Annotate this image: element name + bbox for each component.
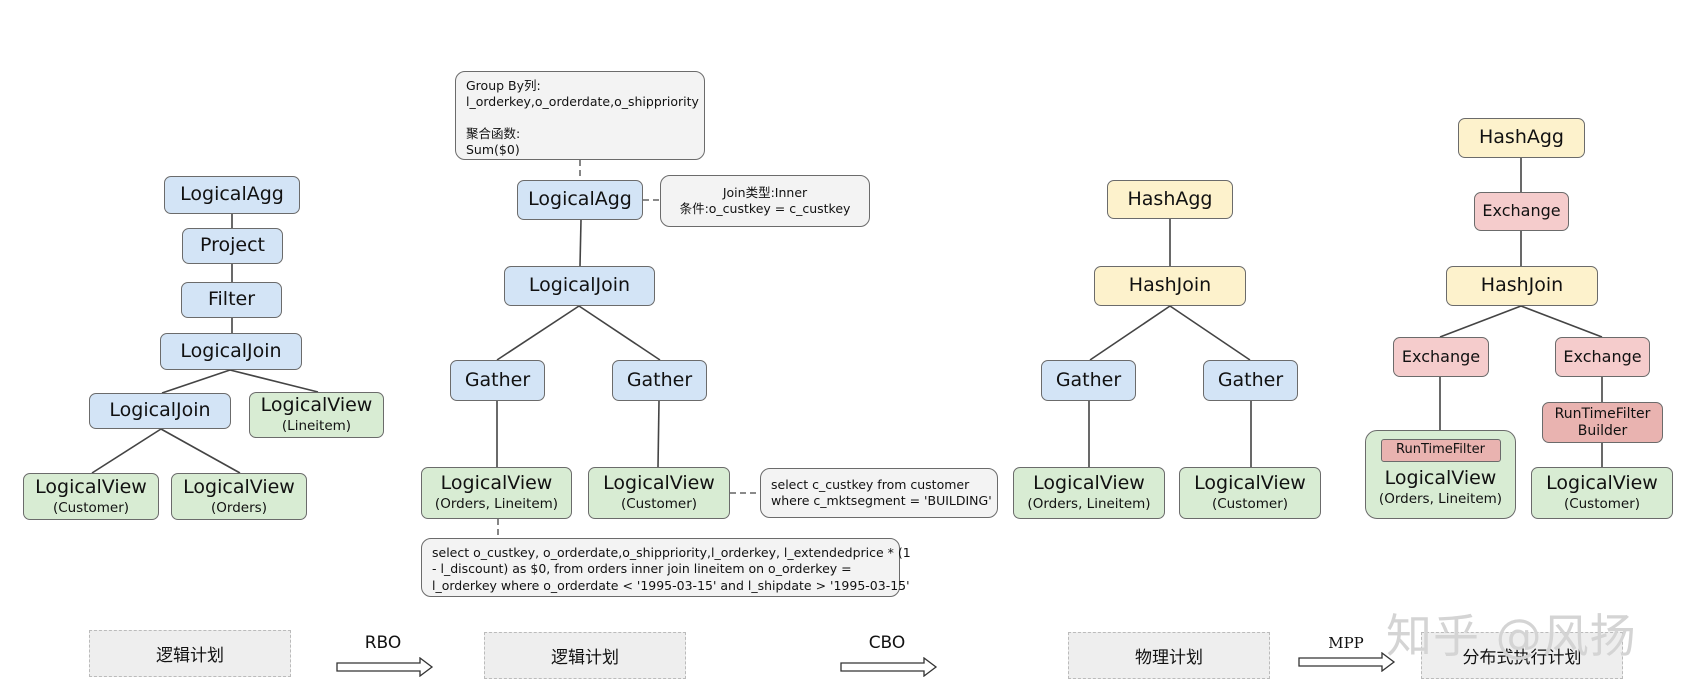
stage-logical-plan-1: 逻辑计划 [89, 630, 291, 677]
col1-logical-join-inner: LogicalJoin [89, 393, 231, 429]
orders-sql-note: select o_custkey, o_orderdate,o_shipprio… [421, 538, 911, 597]
join-type-note: Join类型:Inner 条件:o_custkey = c_custkey [660, 175, 870, 227]
edge [229, 369, 319, 393]
edge [579, 219, 582, 267]
rbo-arrow-icon [336, 657, 434, 677]
col4-hash-agg: HashAgg [1458, 118, 1585, 158]
col4-exchange-left: Exchange [1393, 337, 1489, 377]
col4-exchange-top: Exchange [1474, 192, 1569, 231]
cbo-arrow-icon [840, 657, 938, 677]
edge [496, 305, 580, 361]
col1-view-customer: LogicalView (Customer) [23, 473, 159, 520]
col3-gather-right: Gather [1203, 360, 1298, 401]
col4-runtime-filter-builder: RunTimeFilter Builder [1542, 402, 1663, 443]
col1-logical-agg: LogicalAgg [164, 176, 300, 214]
col2-gather-left: Gather [450, 360, 545, 401]
col4-exchange-right: Exchange [1555, 337, 1650, 377]
col2-logical-join: LogicalJoin [504, 266, 655, 306]
edge [1520, 305, 1603, 338]
edge [1439, 305, 1522, 338]
stage-logical-plan-2: 逻辑计划 [484, 632, 686, 679]
stage-distributed-plan: 分布式执行计划 [1421, 632, 1623, 679]
mpp-label: MPP [1328, 634, 1364, 652]
col4-hash-join: HashJoin [1446, 266, 1598, 306]
customer-sql-note: select c_custkey from customer where c_m… [760, 468, 998, 518]
col3-view-customer: LogicalView (Customer) [1179, 467, 1321, 519]
edge [657, 400, 660, 468]
col2-view-orders-lineitem: LogicalView (Orders, Lineitem) [421, 467, 572, 519]
col4-runtime-filter: RunTimeFilter [1380, 439, 1501, 462]
col1-view-lineitem: LogicalView (Lineitem) [249, 392, 384, 438]
col2-view-customer: LogicalView (Customer) [588, 467, 730, 519]
cbo-label: CBO [868, 633, 906, 653]
col4-view-customer: LogicalView (Customer) [1531, 467, 1673, 519]
edge [1169, 305, 1251, 361]
rbo-label: RBO [364, 633, 402, 653]
col3-hash-join: HashJoin [1094, 266, 1246, 306]
col3-view-orders-lineitem: LogicalView (Orders, Lineitem) [1013, 467, 1165, 519]
col4-view-orders-lineitem: RunTimeFilter LogicalView (Orders, Linei… [1365, 430, 1516, 519]
col3-gather-left: Gather [1041, 360, 1136, 401]
stage-physical-plan: 物理计划 [1068, 632, 1270, 679]
edge [160, 428, 241, 474]
group-by-note: Group By列: l_orderkey,o_orderdate,o_ship… [455, 71, 705, 160]
col1-view-orders: LogicalView (Orders) [171, 473, 307, 520]
col2-gather-right: Gather [612, 360, 707, 401]
mpp-arrow-icon [1298, 652, 1396, 672]
col1-project: Project [182, 228, 283, 264]
col2-logical-agg: LogicalAgg [517, 180, 643, 220]
edge [578, 305, 661, 361]
col1-filter: Filter [181, 282, 282, 318]
edge [91, 428, 162, 474]
col1-logical-join-top: LogicalJoin [160, 333, 302, 370]
col3-hash-agg: HashAgg [1107, 180, 1233, 219]
watermark: 知乎 @风扬 [1386, 609, 1637, 663]
edge [161, 369, 231, 394]
edge [1089, 305, 1171, 361]
